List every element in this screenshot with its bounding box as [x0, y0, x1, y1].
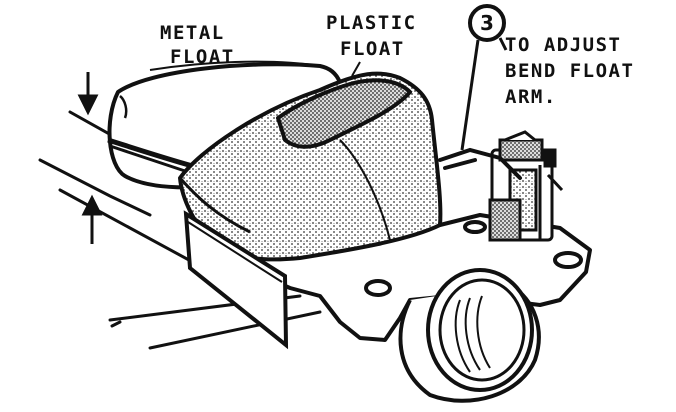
callout-number: 3 — [480, 11, 494, 35]
adjust-note-line3: ARM. — [505, 86, 557, 108]
carburetor-throat — [398, 268, 541, 403]
label-leaders — [351, 61, 361, 77]
callout-circle — [468, 4, 506, 42]
metal-float-label-line2: FLOAT — [170, 46, 235, 68]
plastic-float-label-line1: PLASTIC — [326, 12, 417, 34]
measurement-arrows — [77, 72, 103, 244]
adjust-note-line2: BEND FLOAT — [505, 60, 635, 82]
float-arm — [438, 147, 522, 180]
metal-float-label-line1: METAL — [160, 22, 225, 44]
callout-leader — [460, 37, 508, 151]
adjust-note-line1: TO ADJUST — [505, 34, 622, 56]
plastic-float-label-line2: FLOAT — [340, 38, 405, 60]
needle-valve-assembly — [488, 130, 564, 242]
float-tab — [183, 210, 289, 350]
